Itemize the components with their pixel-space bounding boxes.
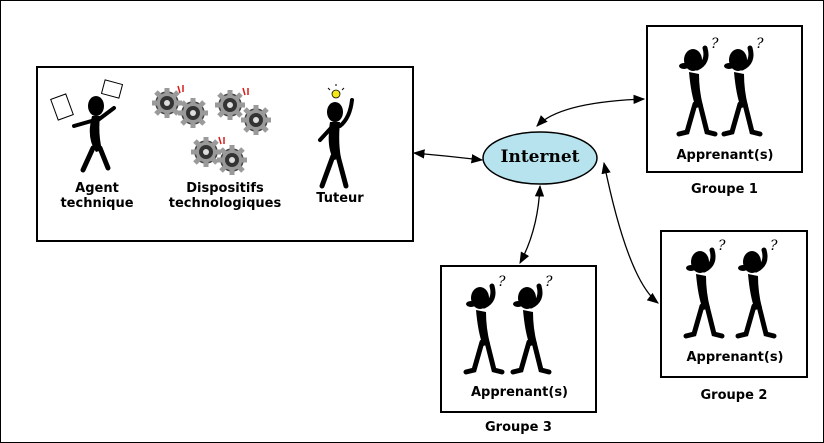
- group-1-learners-icon: [679, 36, 764, 134]
- dispositifs-label: Dispositifs technologiques: [168, 181, 282, 211]
- arrow-internet-group2: [601, 161, 659, 304]
- gear-icons: [152, 88, 271, 175]
- internet-label: Internet: [500, 147, 580, 167]
- group-3-label: Groupe 3: [485, 420, 552, 435]
- group-2-box: [660, 230, 808, 378]
- internet-ellipse: [482, 131, 598, 185]
- arrow-provider-internet: [412, 149, 484, 164]
- group-1-label: Groupe 1: [691, 182, 758, 197]
- group-2-label: Groupe 2: [700, 388, 768, 403]
- lightbulb-icon: [331, 89, 341, 99]
- arrow-internet-group3: [519, 184, 545, 265]
- group-3-learner-label: Apprenant(s): [470, 385, 569, 400]
- agent-icon: [50, 79, 124, 173]
- group-3-box: [440, 265, 597, 413]
- tuteur-icon: [318, 84, 354, 189]
- spark-icons: [177, 85, 249, 145]
- arrow-internet-group1: [536, 94, 646, 127]
- group-1-learner-label: Apprenant(s): [676, 148, 774, 163]
- group-3-learners-icon: [466, 274, 553, 372]
- group-2-learners-icon: [686, 238, 778, 336]
- group-2-learner-label: Apprenant(s): [686, 350, 784, 365]
- tuteur-label: Tuteur: [316, 191, 364, 206]
- group-1-box: [646, 25, 803, 173]
- agent-technique-label: Agent technique: [60, 181, 134, 211]
